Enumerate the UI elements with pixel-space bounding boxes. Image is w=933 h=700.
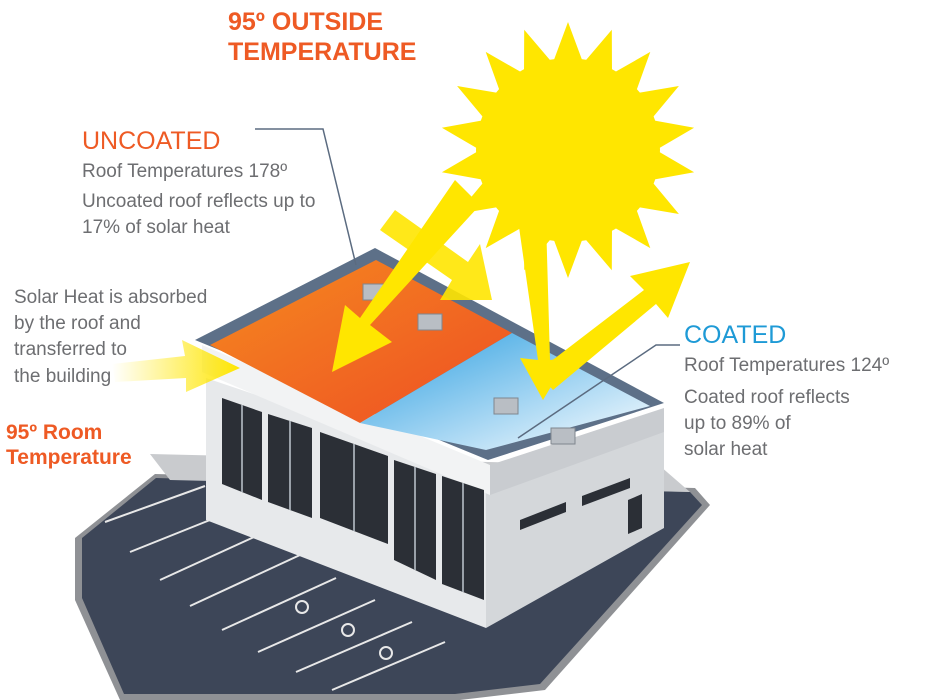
coated-description-line3: solar heat [684,439,768,461]
coated-roof [360,333,650,450]
absorbed-line4: the building [14,365,112,387]
coated-title: COATED [684,321,787,349]
coated-incoming-arrow-icon [518,220,568,400]
outside-temperature-label: 95º OUTSIDE TEMPERATURE [228,8,416,67]
uncoated-temperature: Roof Temperatures 178º [82,160,288,182]
uncoated-incoming-arrow-icon [332,180,480,372]
side-heat-arrow-icon [112,340,240,392]
heat-arrows [112,180,690,400]
uncoated-description-line1: Uncoated roof reflects up to [82,190,316,212]
outside-temperature-line2: TEMPERATURE [228,37,417,66]
uncoated-callout: UNCOATED Roof Temperatures 178º Uncoated… [82,126,315,241]
accessible-parking-icon [295,600,393,660]
absorbed-line2: by the roof and [14,313,141,335]
coated-temperature: Roof Temperatures 124º [684,354,890,376]
coated-description-line2: up to 89% of [684,412,791,434]
sun-disc [476,58,660,242]
sun-icon [441,22,695,278]
absorbed-line3: transferred to [14,339,127,361]
room-temperature-label: 95º Room Temperature [6,420,132,470]
leader-lines [255,128,680,439]
uncoated-reflect-arrow-icon [380,210,492,300]
coated-reflect-arrow-icon [537,262,690,390]
building [202,345,664,628]
coated-description-line1: Coated roof reflects [684,386,850,408]
room-temperature-line2: Temperature [6,446,132,470]
absorbed-line1: Solar Heat is absorbed [14,287,208,308]
outside-temperature-line1: 95º OUTSIDE [228,8,384,36]
coated-callout: COATED Roof Temperatures 124º Coated roo… [684,320,889,463]
uncoated-description-line2: 17% of solar heat [82,216,230,238]
room-temperature-line1: 95º Room [6,421,103,444]
uncoated-title: UNCOATED [82,127,221,155]
roof-vents [362,283,576,445]
absorbed-callout: Solar Heat is absorbed by the roof and t… [14,285,207,390]
